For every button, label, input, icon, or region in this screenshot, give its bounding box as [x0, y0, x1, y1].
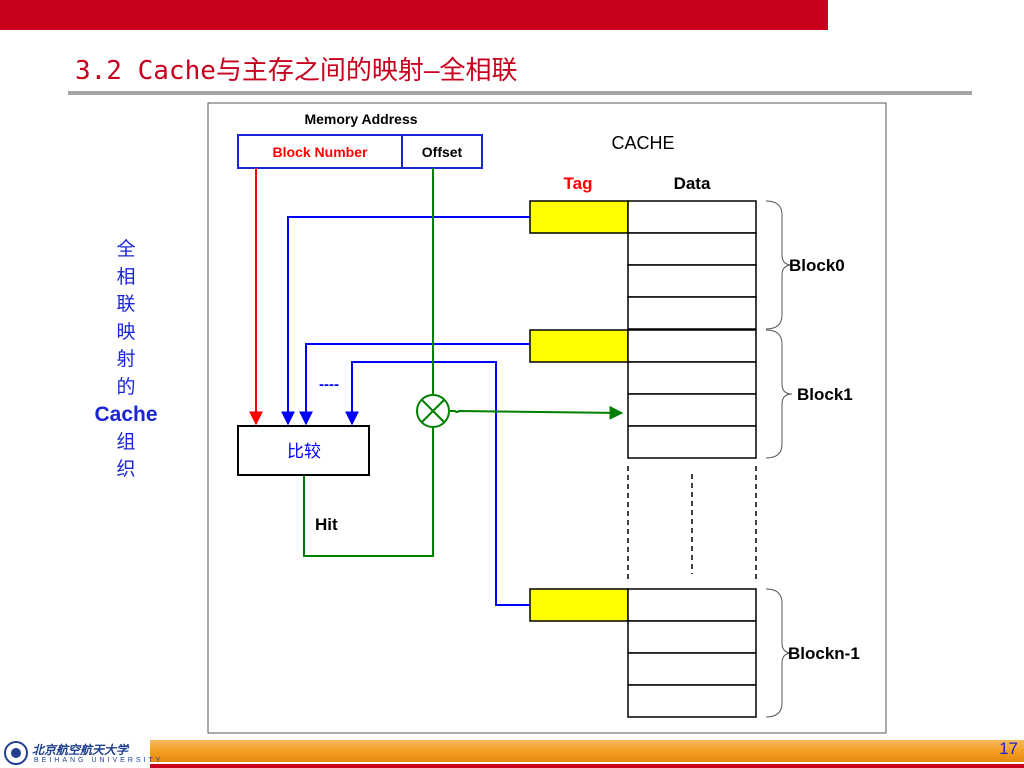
side-caption-char: 联 — [116, 293, 136, 315]
hit-label: Hit — [315, 515, 338, 534]
diagram-frame — [207, 102, 887, 734]
data-cell — [627, 684, 757, 718]
university-seal-icon — [4, 741, 28, 765]
data-column-header: Data — [674, 174, 711, 193]
logo-text-cn: 北京航空航天大学 — [32, 743, 129, 757]
block-label: Blockn-1 — [788, 644, 860, 663]
title-divider — [68, 91, 972, 95]
side-caption-char: 的 — [116, 375, 136, 398]
block-brace — [765, 200, 793, 330]
tag-cell — [529, 329, 629, 363]
side-caption-char: 组 — [116, 430, 136, 453]
data-cell — [627, 393, 757, 427]
side-caption-char: 射 — [116, 348, 136, 370]
side-caption-word: Cache — [94, 403, 158, 426]
block-brace — [765, 588, 793, 718]
data-cell — [627, 329, 757, 363]
tag-column-header: Tag — [564, 174, 593, 193]
side-caption-char: 相 — [116, 265, 136, 288]
ellipsis-label: ---- — [319, 376, 339, 393]
block-number-label: Block Number — [273, 144, 368, 160]
logo-text-en: BEIHANG UNIVERSITY — [34, 757, 164, 764]
block-label: Block1 — [797, 385, 853, 404]
data-cell — [627, 425, 757, 459]
select-gate-icon — [416, 394, 450, 428]
memory-address-label: Memory Address — [304, 111, 417, 127]
data-cell — [627, 361, 757, 395]
data-cell — [627, 232, 757, 266]
block-label: Block0 — [789, 256, 845, 275]
data-cell — [627, 620, 757, 654]
tag-cell — [529, 588, 629, 622]
side-caption-char: 织 — [116, 458, 136, 480]
data-cell — [627, 200, 757, 234]
cache-block-0: Block0 — [529, 200, 845, 330]
comparator-box — [237, 425, 370, 476]
university-logo: 北京航空航天大学 BEIHANG UNIVERSITY — [2, 739, 160, 768]
side-caption-char: 映 — [116, 320, 136, 343]
tag-line-block0 — [281, 216, 530, 426]
page-number: 17 — [999, 739, 1018, 758]
offset-field — [401, 134, 483, 169]
cache-block-1: Block1 — [529, 329, 853, 459]
hit-line — [303, 426, 434, 557]
data-cell — [627, 588, 757, 622]
comparator-label: 比较 — [287, 442, 321, 462]
footer-rule — [150, 764, 1024, 768]
tag-cell — [529, 200, 629, 234]
header-accent-bar — [0, 0, 828, 30]
data-cell — [627, 652, 757, 686]
data-cell — [627, 264, 757, 298]
cache-label: CACHE — [611, 133, 674, 153]
footer-band — [150, 740, 1024, 762]
footer: 北京航空航天大学 BEIHANG UNIVERSITY 17 — [0, 737, 1024, 768]
side-caption-char: 全 — [116, 238, 136, 260]
side-caption: 全 相 联 映 射 的 Cache 组 织 — [86, 236, 166, 484]
slide-title: 3.2 Cache与主存之间的映射—全相联 — [75, 56, 518, 86]
block-brace — [765, 329, 793, 459]
select-line — [450, 405, 624, 420]
cache-block-n-minus-1: Blockn-1 — [529, 588, 860, 718]
data-cell — [627, 296, 757, 330]
offset-label: Offset — [422, 144, 463, 160]
tag-line-block-n-minus-1 — [345, 361, 530, 606]
tag-line-block1 — [299, 343, 530, 426]
